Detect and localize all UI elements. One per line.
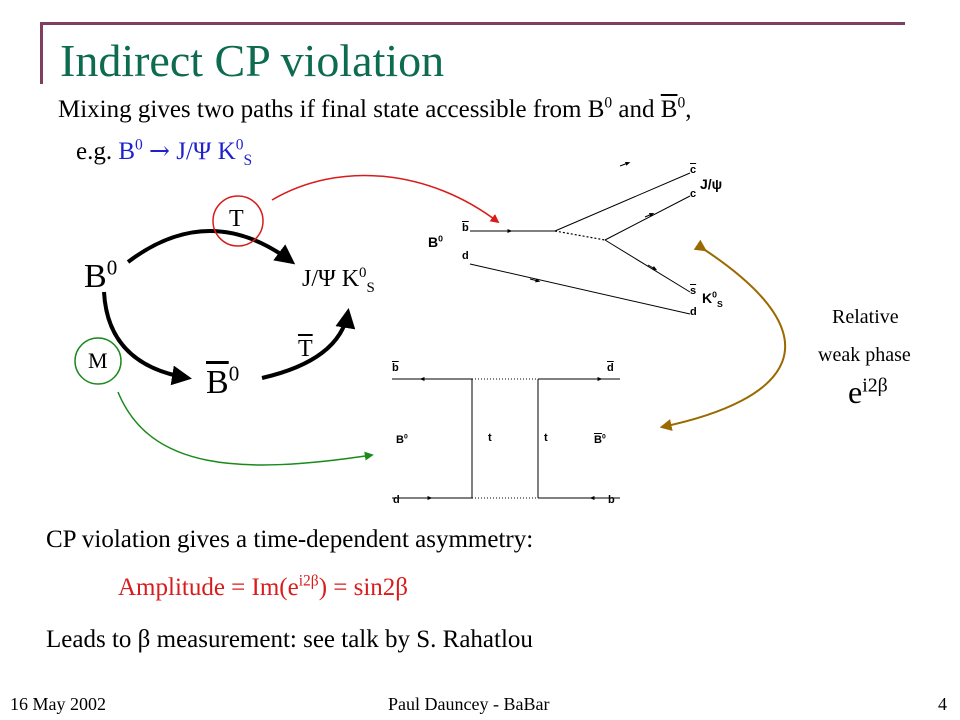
bottom-line-3: Leads to β measurement: see talk by S. R… <box>46 626 533 653</box>
decay-bbar-label: b <box>462 222 469 234</box>
tbar-label: T <box>298 336 313 362</box>
footer-author: Paul Dauncey - BaBar <box>388 694 550 714</box>
red-connector <box>271 174 500 224</box>
amplitude-line: Amplitude = Im(ei2β) = sin2β <box>118 572 409 601</box>
t-circle <box>212 195 264 247</box>
decay-b0-label: B0 <box>428 233 443 250</box>
final-state-label: J/Ψ K0S <box>302 265 375 296</box>
path-arrow-t <box>126 229 296 265</box>
decay-d2-label: d <box>690 306 697 318</box>
box-bbar-label: b <box>392 362 399 374</box>
path-arrow-m <box>102 291 192 386</box>
decay-jpsi-label: J/ψ <box>700 176 723 192</box>
b0-label: B0 <box>84 255 118 295</box>
bottom-line-1: CP violation gives a time-dependent asym… <box>46 526 534 553</box>
decay-cbar-label: c <box>690 164 697 176</box>
decor-bar-vertical <box>40 22 43 84</box>
t-label: T <box>229 206 244 232</box>
decay-c-label: c <box>690 188 697 200</box>
slide-title: Indirect CP violation <box>60 35 445 86</box>
box-b0bar-label: B0 <box>594 433 606 446</box>
box-d-label: d <box>393 494 400 506</box>
intro-line-2: e.g. B0 → J/Ψ K0S <box>76 136 253 169</box>
intro-line-1: Mixing gives two paths if final state ac… <box>58 94 692 123</box>
m-label: M <box>88 348 108 373</box>
box-dbar-label: d <box>607 362 614 374</box>
decay-d-label: d <box>462 250 469 262</box>
box-diagram <box>392 377 620 500</box>
footer-date: 16 May 2002 <box>10 694 106 714</box>
m-circle <box>74 337 122 385</box>
b0bar-label: B0 <box>206 361 240 401</box>
decay-ks-label: K0S <box>702 289 723 309</box>
path-arrow-tbar <box>261 308 356 380</box>
box-b0-label: B0 <box>396 433 408 446</box>
footer-page-number: 4 <box>938 694 947 714</box>
box-t1-label: t <box>488 432 492 444</box>
phase-line-2: weak phase <box>818 344 911 366</box>
decay-diagram <box>469 162 691 315</box>
box-t2-label: t <box>544 432 548 444</box>
brown-connector <box>659 239 787 431</box>
phase-expression: ei2β <box>848 374 888 410</box>
phase-line-1: Relative <box>832 306 899 328</box>
decay-sbar-label: s <box>690 285 697 297</box>
box-b-label: b <box>608 494 615 506</box>
decor-bar-horizontal <box>40 22 905 25</box>
green-connector <box>117 391 374 466</box>
